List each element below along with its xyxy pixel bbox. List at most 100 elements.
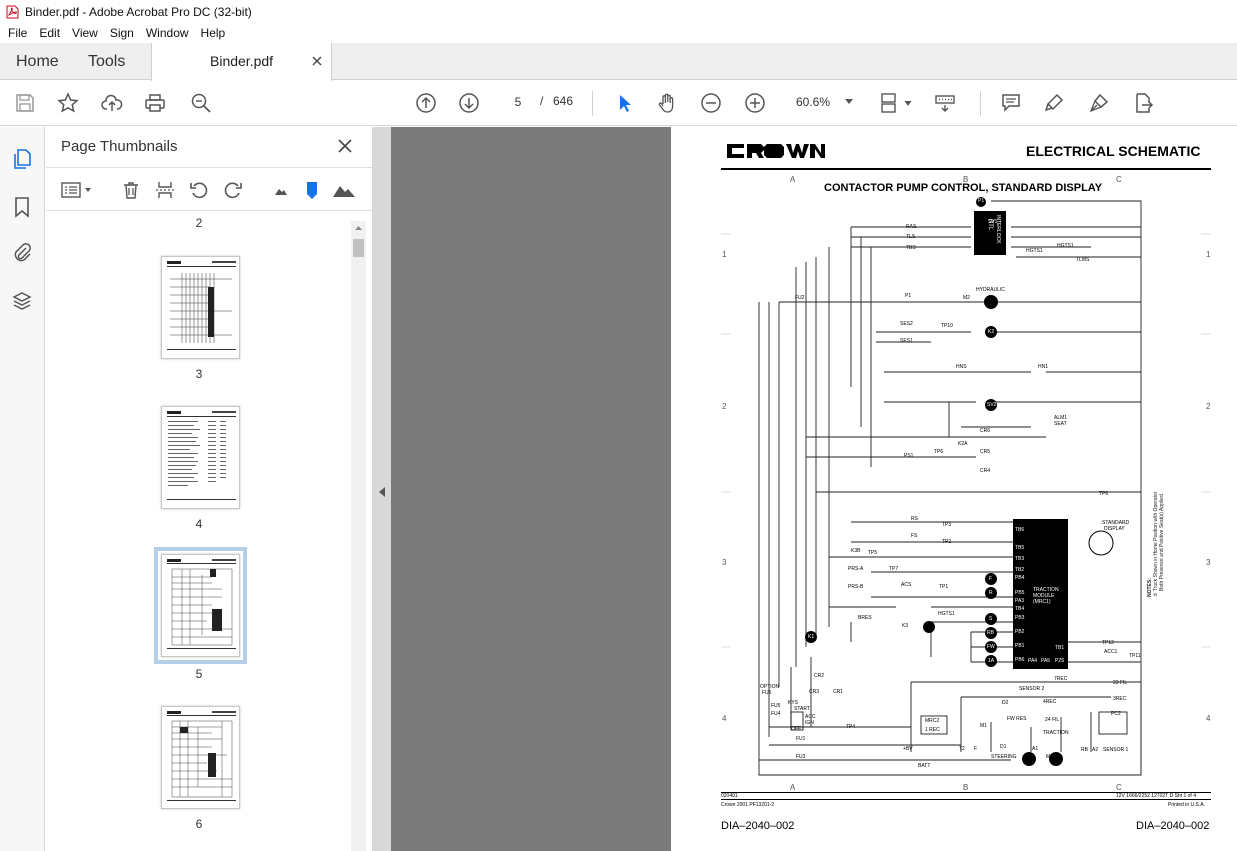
label-ses2: SES2 [900,321,913,327]
menu-help[interactable]: Help [200,26,226,40]
label-m3: M3 [1046,754,1053,760]
upload-button[interactable] [99,90,125,116]
zone-letter-b-top: B [963,175,969,184]
label-tp6: TP6 [934,449,944,455]
note-2: Both Presence and Positive Seat(s) Appli… [1159,494,1165,591]
thumbnail-page-selected[interactable] [154,547,247,664]
sign-button[interactable] [1086,90,1112,116]
label-sv1: SV1 [988,219,998,225]
steering-motor [1022,752,1036,766]
label-23fil: 23 FIL [1113,680,1128,686]
menu-sign[interactable]: Sign [109,26,134,40]
thumbnails-scrollbar[interactable] [351,221,366,851]
label-fu3: FU3 [796,754,806,760]
label-pb3: PB3 [1015,615,1025,621]
bookmark-star-button[interactable] [55,90,81,116]
label-ign: IGN [805,720,814,726]
comment-icon [1002,94,1020,112]
page-thumbnails-button[interactable] [10,147,34,171]
window-title: Binder.pdf - Adobe Acrobat Pro DC (32-bi… [25,4,252,19]
extract-pages-button[interactable] [153,178,177,202]
tab-home[interactable]: Home [16,53,59,70]
rotate-clockwise-button[interactable] [221,178,245,202]
dia-number-left: DIA–2040–002 [721,820,795,832]
star-icon [57,92,79,113]
scroll-mode-button[interactable] [932,90,958,116]
label-tb3: TB3 [1015,556,1025,562]
select-tool-button[interactable] [611,90,637,116]
bookmarks-button[interactable] [10,195,34,219]
current-page-input[interactable]: 5 [500,90,536,114]
panel-collapse-handle[interactable] [373,127,391,851]
printer-icon [145,94,165,112]
save-button[interactable] [12,90,38,116]
cursor-arrow-icon [620,95,631,112]
hand-tool-button[interactable] [654,90,680,116]
thumbnail-page[interactable] [161,706,240,809]
label-pc2: PC2 [1111,711,1121,717]
thumbnail-page[interactable] [161,256,240,359]
label-fu2: FU2 [795,295,805,301]
zoom-in-button[interactable] [742,90,768,116]
save-icon [16,94,34,112]
label-bres: BRES [858,615,872,621]
menu-view[interactable]: View [72,26,98,40]
print-button[interactable] [142,90,168,116]
label-pa4: PA4 [1028,658,1038,664]
attachments-button[interactable] [10,241,34,265]
label-m1: M1 [980,723,987,729]
options-menu-button[interactable] [60,178,96,202]
label-hgts1-a: HGTS1 [1057,243,1074,249]
thumbnail-toolbar [46,167,372,211]
thumbnail-size-slider-handle[interactable] [300,178,324,202]
tab-tools[interactable]: Tools [88,53,126,70]
traction-motor [1049,752,1063,766]
close-icon[interactable] [336,137,354,155]
fw-terminal [985,641,997,653]
zoom-out-button[interactable] [698,90,724,116]
find-button[interactable] [188,90,214,116]
label-start: START [794,706,810,712]
label-fu6: FU6 [762,690,772,696]
page-display-button[interactable] [877,90,915,116]
k1-contactor [805,631,817,643]
smaller-thumbnails-button[interactable] [269,178,293,202]
label-tp2: TP2 [942,539,952,545]
toolbar-separator [980,91,981,116]
next-page-button[interactable] [456,90,482,116]
menu-window[interactable]: Window [145,26,189,40]
zone-number-1-left: 1 [722,250,727,259]
tab-document[interactable]: Binder.pdf [151,43,332,81]
label-tb2: TB2 [1015,567,1025,573]
arrow-up-circle-icon [416,93,436,113]
rotate-counterclockwise-button[interactable] [187,178,211,202]
scroll-up-arrow-icon[interactable] [351,221,366,235]
layers-button[interactable] [10,289,34,313]
label-p1: P1 [978,198,985,204]
zone-number-1-right: 1 [1206,250,1211,259]
close-icon[interactable] [311,55,323,67]
scrollbar-thumb[interactable] [353,239,364,257]
zone-number-2-right: 2 [1206,402,1211,411]
previous-page-button[interactable] [413,90,439,116]
label-s: S [989,616,993,622]
export-pdf-button[interactable] [1130,90,1156,116]
highlight-button[interactable] [1041,90,1067,116]
label-tp12: TP12 [1102,640,1114,646]
zoom-dropdown[interactable]: 60.6% [787,89,859,115]
label-tp1: TP1 [939,584,949,590]
label-tp11: TP11 [1129,653,1141,659]
comment-button[interactable] [998,90,1024,116]
thumbnail-page[interactable] [161,406,240,509]
sv2-solenoid [985,399,997,411]
menu-edit[interactable]: Edit [39,26,61,40]
label-ps1: PS1 [904,453,914,459]
label-fw: FW [987,644,995,650]
delete-pages-button[interactable] [119,178,143,202]
menu-file[interactable]: File [8,26,28,40]
label-prs-a: PRS-A [848,566,864,572]
label-rs: RS [911,516,918,522]
larger-thumbnails-button[interactable] [332,178,356,202]
label-fu5: FU5 [771,703,781,709]
tab-bar: Home Tools Binder.pdf [0,43,1237,81]
